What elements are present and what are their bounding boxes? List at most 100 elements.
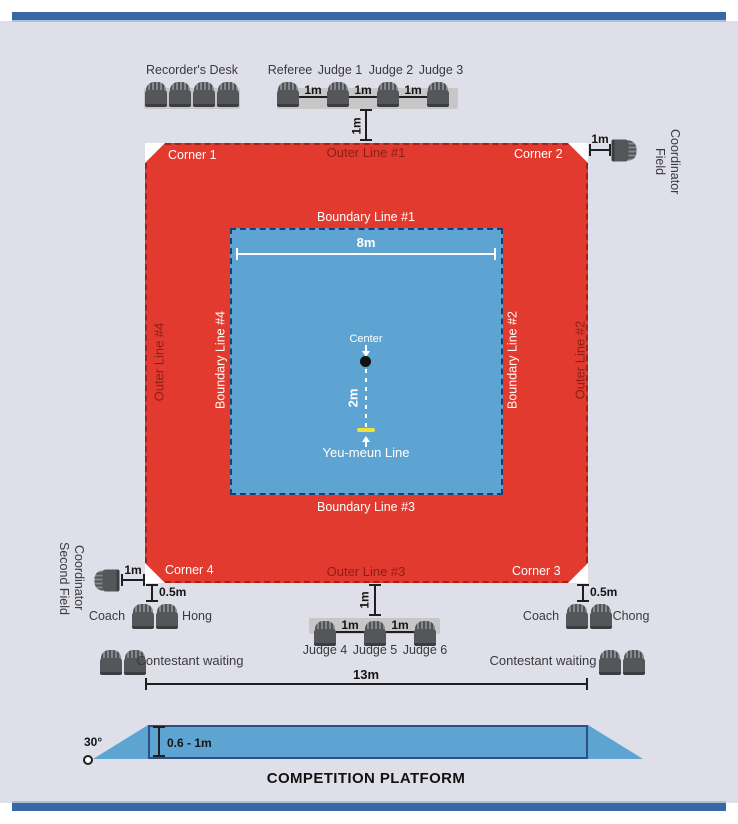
chair-icon (427, 82, 449, 107)
chair-icon (156, 604, 178, 629)
outer-line-4-label: Outer Line #4 (151, 322, 167, 402)
coach-right-label: Coach (522, 609, 560, 623)
coach-right-offset-label: 0.5m (590, 585, 618, 599)
coach-left-label: Coach (88, 609, 126, 623)
officials-platform (277, 88, 458, 109)
total-width-13m-label: 13m (352, 667, 380, 682)
second-field-coordinator-line1: Second Field (57, 541, 71, 615)
yeu-meun-line-marker (357, 428, 375, 432)
platform-rect-outline (148, 725, 588, 759)
chair-icon (169, 82, 191, 107)
gap-1m-label: 1m (341, 618, 359, 632)
offset-1m-line (360, 109, 372, 141)
chair-icon (95, 570, 120, 592)
boundary-line-3-label: Boundary Line #3 (317, 500, 415, 514)
field-coordinator-line2: Coordinator (668, 129, 682, 195)
contestant-waiting-right-label: Contestant waiting (489, 653, 597, 668)
yeu-meun-label: Yeu-meun Line (322, 445, 410, 460)
recorders-desk-platform (144, 88, 240, 109)
platform-height-label: 0.6 - 1m (167, 736, 212, 750)
contestant-waiting-left-label: Contestant waiting (136, 653, 244, 668)
boundary-line-2-label: Boundary Line #2 (505, 311, 520, 409)
platform-title: COMPETITION PLATFORM (266, 770, 466, 787)
sfc-offset-line (121, 574, 145, 586)
chair-icon (414, 621, 436, 646)
field-coordinator-line1: Field (653, 148, 667, 176)
bottom-offset-1m-line (369, 584, 381, 616)
center-dashed-line (365, 369, 367, 428)
chair-icon (590, 604, 612, 629)
referee-label: Referee (267, 63, 313, 77)
corner-2-label: Corner 2 (514, 147, 563, 161)
second-field-coordinator-line2: Coordinator (72, 545, 86, 611)
fc-offset-label: 1m (591, 132, 609, 146)
center-label: Center (349, 333, 383, 345)
chair-icon (314, 621, 336, 646)
chair-icon (599, 650, 621, 675)
gap-1m-label: 1m (304, 83, 322, 97)
corner-1-flag-icon (145, 143, 165, 163)
coach-left-name: Hong (182, 609, 212, 623)
frame-bottom-bar (12, 803, 726, 811)
width-8m-label: 8m (356, 235, 376, 250)
chair-icon (327, 82, 349, 107)
judge-4-label: Judge 4 (302, 643, 348, 657)
center-arrowhead-icon (362, 351, 370, 357)
yeu-meun-arrow-icon (365, 441, 367, 447)
gap-1m-label: 1m (391, 618, 409, 632)
chair-icon (377, 82, 399, 107)
coach-right-offset-line (577, 584, 589, 602)
center-arrow-icon (365, 345, 367, 352)
chair-icon (132, 604, 154, 629)
bottom-offset-1m-label: 1m (357, 591, 372, 609)
spacing-line (336, 631, 364, 633)
gap-1m-label: 1m (404, 83, 422, 97)
gap-1m-label: 1m (354, 83, 372, 97)
corner-4-label: Corner 4 (165, 563, 214, 577)
yeu-meun-arrowhead-icon (362, 436, 370, 442)
offset-1m-label: 1m (349, 117, 364, 135)
frame-top-bar (12, 12, 726, 20)
corner-4-flag-icon (145, 563, 165, 583)
coach-left-offset-line (146, 584, 158, 602)
judge-1-label: Judge 1 (317, 63, 363, 77)
spacing-line (386, 631, 414, 633)
corner-2-flag-icon (568, 143, 588, 163)
spacing-line (399, 96, 428, 98)
chair-icon (566, 604, 588, 629)
spacing-line (299, 96, 328, 98)
platform-shape (93, 725, 643, 759)
outer-line-2-label: Outer Line #2 (572, 320, 588, 400)
center-dot (360, 356, 371, 367)
coach-right-name: Chong (612, 609, 650, 623)
chair-icon (277, 82, 299, 107)
chair-icon (623, 650, 645, 675)
width-8m-line (236, 248, 496, 260)
boundary-line-1-label: Boundary Line #1 (317, 210, 415, 224)
sfc-offset-label: 1m (124, 563, 142, 577)
coach-left-offset-label: 0.5m (159, 585, 187, 599)
chair-icon (364, 621, 386, 646)
recorders-desk-label: Recorder's Desk (146, 63, 238, 77)
chair-icon (124, 650, 146, 675)
field-coordinator-label: Field Coordinator (652, 112, 682, 212)
chair-icon (612, 140, 637, 162)
platform-angle-label: 30° (84, 735, 103, 749)
second-field-coordinator-label: Second Field Coordinator (56, 540, 86, 616)
judge-5-label: Judge 5 (352, 643, 398, 657)
boundary-line-4-label: Boundary Line #4 (213, 311, 228, 409)
spacing-line (349, 96, 378, 98)
corner-1-label: Corner 1 (168, 148, 217, 162)
total-width-13m-line (145, 678, 588, 690)
outer-line-3-label: Outer Line #3 (326, 564, 406, 579)
platform-height-line (153, 726, 165, 757)
distance-2m-label: 2m (345, 388, 361, 408)
outer-line-1-label: Outer Line #1 (326, 145, 406, 160)
chair-icon (145, 82, 167, 107)
chair-icon (217, 82, 239, 107)
corner-3-label: Corner 3 (512, 564, 561, 578)
platform-angle-circle-icon (83, 755, 93, 765)
chair-icon (100, 650, 122, 675)
corner-3-flag-icon (568, 563, 588, 583)
